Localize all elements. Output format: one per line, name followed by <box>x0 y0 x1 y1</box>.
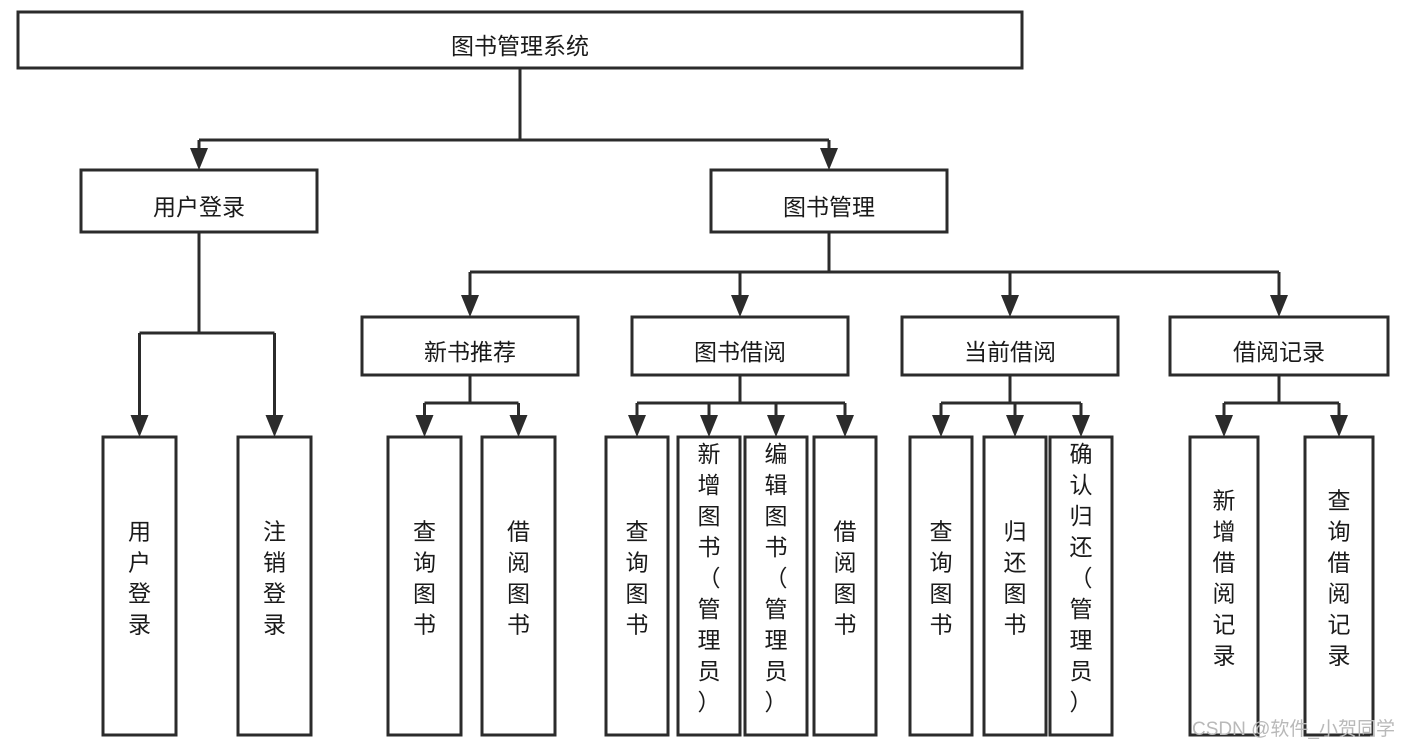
node-leaf-add-borrow-record[interactable]: 新增借阅记录 <box>1188 435 1260 737</box>
node-leaf-user-login-label: 用户登录 <box>128 519 151 638</box>
node-leaf-user-logout-label: 注销登录 <box>263 519 286 638</box>
node-leaf-query-book-3-label: 查询图书 <box>930 519 953 638</box>
node-leaf-query-book-3[interactable]: 查询图书 <box>908 435 974 737</box>
arrow-head-icon <box>1072 415 1090 437</box>
node-book-manage[interactable]: 图书管理 <box>709 168 949 234</box>
arrow-head-icon <box>628 415 646 437</box>
arrow-head-icon <box>1215 415 1233 437</box>
arrow-head-icon <box>1270 295 1288 317</box>
node-leaf-return-book-label: 归还图书 <box>1004 519 1027 638</box>
node-leaf-confirm-return-box[interactable] <box>1048 435 1114 737</box>
node-leaf-user-logout[interactable]: 注销登录 <box>236 435 313 737</box>
node-user-login[interactable]: 用户登录 <box>79 168 319 234</box>
node-leaf-add-borrow-record-label: 新增借阅记录 <box>1213 488 1236 669</box>
arrow-head-icon <box>265 415 284 437</box>
node-leaf-borrow-book-2[interactable]: 借阅图书 <box>812 435 878 737</box>
node-root-label: 图书管理系统 <box>451 33 589 59</box>
node-leaf-query-book-2[interactable]: 查询图书 <box>604 435 670 737</box>
node-leaf-user-login[interactable]: 用户登录 <box>101 435 178 737</box>
node-leaf-add-book-label: 新增图书（管理员） <box>698 441 721 715</box>
arrow-head-icon <box>836 415 854 437</box>
node-user-login-label: 用户登录 <box>153 194 245 220</box>
node-leaf-borrow-book-1-box[interactable] <box>480 435 557 737</box>
node-leaf-query-book-1-label: 查询图书 <box>413 519 436 638</box>
arrow-head-icon <box>1330 415 1348 437</box>
node-current-borrow[interactable]: 当前借阅 <box>900 315 1120 377</box>
node-leaf-query-borrow-record-box[interactable] <box>1303 435 1375 737</box>
arrow-head-icon <box>415 415 434 437</box>
node-leaf-return-book[interactable]: 归还图书 <box>982 435 1048 737</box>
node-book-borrow-box[interactable] <box>630 315 850 377</box>
arrow-head-icon <box>700 415 718 437</box>
node-leaf-edit-book-box[interactable] <box>743 435 809 737</box>
node-book-borrow[interactable]: 图书借阅 <box>630 315 850 377</box>
connector-layer <box>130 68 1348 437</box>
node-leaf-confirm-return-label: 确认归还（管理员） <box>1070 441 1093 715</box>
node-leaf-add-book[interactable]: 新增图书（管理员） <box>676 435 742 737</box>
node-borrow-record-label: 借阅记录 <box>1233 339 1325 365</box>
node-book-manage-label: 图书管理 <box>783 194 875 220</box>
node-current-borrow-box[interactable] <box>900 315 1120 377</box>
arrow-head-icon <box>1006 415 1024 437</box>
node-layer: 图书管理系统用户登录图书管理新书推荐图书借阅当前借阅借阅记录用户登录注销登录查询… <box>16 10 1390 737</box>
arrow-head-icon <box>1001 295 1019 317</box>
node-new-book-recommend-box[interactable] <box>360 315 580 377</box>
node-user-login-box[interactable] <box>79 168 319 234</box>
node-leaf-edit-book[interactable]: 编辑图书（管理员） <box>743 435 809 737</box>
node-current-borrow-label: 当前借阅 <box>964 339 1056 365</box>
node-leaf-query-book-2-box[interactable] <box>604 435 670 737</box>
arrow-head-icon <box>932 415 950 437</box>
arrow-head-icon <box>509 415 528 437</box>
node-leaf-query-book-2-label: 查询图书 <box>626 519 649 638</box>
node-book-borrow-label: 图书借阅 <box>694 339 786 365</box>
arrow-head-icon <box>767 415 785 437</box>
node-leaf-query-borrow-record[interactable]: 查询借阅记录 <box>1303 435 1375 737</box>
node-leaf-borrow-book-2-box[interactable] <box>812 435 878 737</box>
node-leaf-confirm-return[interactable]: 确认归还（管理员） <box>1048 435 1114 737</box>
node-leaf-query-borrow-record-label: 查询借阅记录 <box>1328 488 1351 669</box>
arrow-head-icon <box>820 148 838 170</box>
node-book-manage-box[interactable] <box>709 168 949 234</box>
node-root-box[interactable] <box>16 10 1024 70</box>
node-leaf-query-book-1[interactable]: 查询图书 <box>386 435 463 737</box>
arrow-head-icon <box>130 415 149 437</box>
node-new-book-recommend-label: 新书推荐 <box>424 339 516 365</box>
node-leaf-borrow-book-2-label: 借阅图书 <box>834 519 857 638</box>
node-borrow-record-box[interactable] <box>1168 315 1390 377</box>
node-borrow-record[interactable]: 借阅记录 <box>1168 315 1390 377</box>
node-leaf-borrow-book-1-label: 借阅图书 <box>507 519 530 638</box>
node-leaf-add-borrow-record-box[interactable] <box>1188 435 1260 737</box>
node-leaf-add-book-box[interactable] <box>676 435 742 737</box>
node-leaf-query-book-3-box[interactable] <box>908 435 974 737</box>
node-leaf-return-book-box[interactable] <box>982 435 1048 737</box>
arrow-head-icon <box>461 295 479 317</box>
arrow-head-icon <box>190 148 208 170</box>
node-leaf-borrow-book-1[interactable]: 借阅图书 <box>480 435 557 737</box>
node-leaf-user-login-box[interactable] <box>101 435 178 737</box>
node-root[interactable]: 图书管理系统 <box>16 10 1024 70</box>
node-leaf-user-logout-box[interactable] <box>236 435 313 737</box>
node-new-book-recommend[interactable]: 新书推荐 <box>360 315 580 377</box>
node-leaf-edit-book-label: 编辑图书（管理员） <box>765 441 788 715</box>
arrow-head-icon <box>731 295 749 317</box>
node-leaf-query-book-1-box[interactable] <box>386 435 463 737</box>
